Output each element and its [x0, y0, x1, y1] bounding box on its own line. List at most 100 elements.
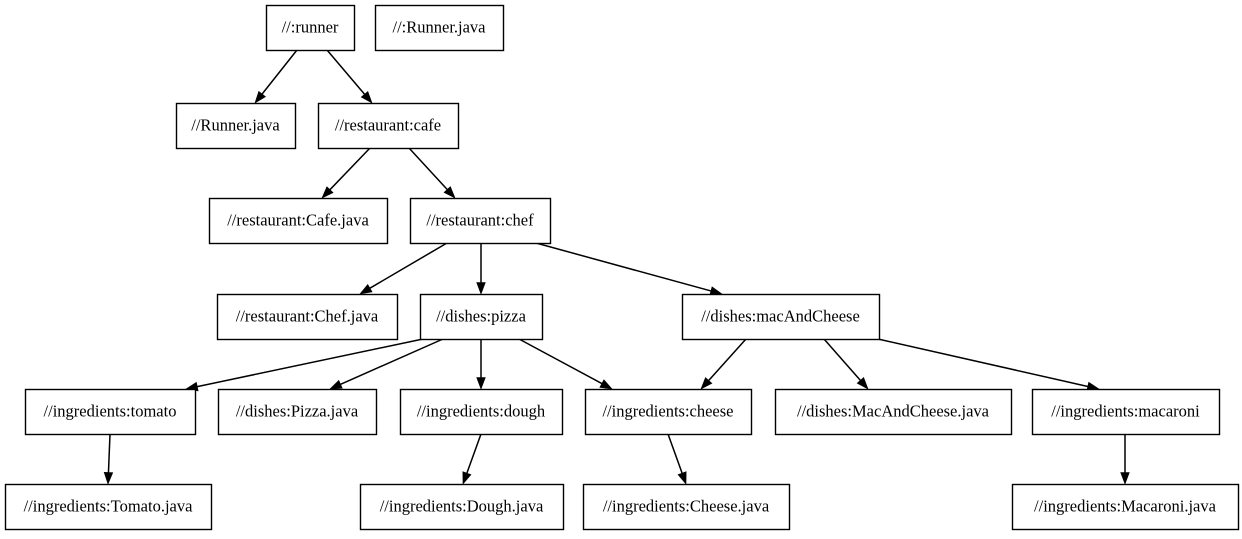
node-label: //ingredients:dough: [417, 401, 546, 420]
node-label: //ingredients:Macaroni.java: [1034, 496, 1217, 515]
edge-line: [369, 242, 448, 289]
graph-edge: [476, 339, 486, 390]
node-label: //ingredients:Tomato.java: [24, 496, 194, 515]
graph-node[interactable]: //:Runner.java: [374, 4, 505, 52]
node-box[interactable]: [359, 483, 565, 531]
graph-edge: [476, 243, 486, 295]
graph-edge: [326, 49, 373, 104]
node-box[interactable]: [265, 4, 356, 52]
nodes-layer: //:runner //:Runner.java //Runner.java //re…: [4, 4, 1240, 531]
graph-edge: [185, 338, 424, 392]
node-label: //ingredients:Cheese.java: [603, 496, 770, 515]
node-label: //dishes:MacAndCheese.java: [797, 401, 990, 420]
edge-line: [466, 433, 482, 474]
graph-edge: [329, 338, 444, 390]
edges-layer: [103, 49, 1130, 485]
node-label: //restaurant:Cafe.java: [227, 210, 369, 229]
edge-arrowhead-icon: [599, 379, 613, 390]
edge-line: [823, 338, 861, 381]
graph-node[interactable]: //ingredients:dough: [399, 388, 564, 436]
node-box[interactable]: [208, 197, 389, 245]
edge-line: [326, 49, 366, 95]
edge-arrowhead-icon: [321, 186, 334, 199]
edge-arrowhead-icon: [1120, 472, 1130, 485]
node-label: //dishes:Pizza.java: [236, 401, 359, 420]
node-label: //ingredients:tomato: [44, 401, 177, 420]
graph-edge: [700, 338, 747, 390]
node-label: //restaurant:chef: [426, 210, 534, 229]
graph-node[interactable]: //restaurant:chef: [409, 197, 552, 245]
graph-node[interactable]: //ingredients:Cheese.java: [582, 483, 791, 531]
edge-arrowhead-icon: [677, 471, 687, 485]
node-label: //ingredients:macaroni: [1051, 401, 1200, 420]
graph-node[interactable]: //dishes:pizza: [419, 293, 544, 341]
graph-node[interactable]: //dishes:macAndCheese: [681, 293, 881, 341]
edge-line: [261, 49, 298, 95]
node-box[interactable]: [584, 388, 753, 436]
graph-node[interactable]: //ingredients:Macaroni.java: [1011, 483, 1240, 531]
edge-arrowhead-icon: [476, 377, 486, 390]
node-label: //dishes:pizza: [436, 306, 526, 325]
graph-node[interactable]: //ingredients:cheese: [584, 388, 753, 436]
edge-line: [107, 433, 111, 473]
node-box[interactable]: [419, 293, 544, 341]
edge-arrowhead-icon: [329, 379, 343, 390]
graph-node[interactable]: //ingredients:macaroni: [1031, 388, 1221, 436]
graph-node[interactable]: //restaurant:Chef.java: [216, 293, 399, 341]
graph-edge: [518, 338, 613, 390]
edge-arrowhead-icon: [443, 186, 456, 199]
node-label: //:Runner.java: [392, 17, 486, 36]
graph-node[interactable]: //restaurant:Cafe.java: [208, 197, 389, 245]
graph-node[interactable]: //restaurant:cafe: [317, 102, 460, 150]
edge-arrowhead-icon: [254, 90, 267, 104]
node-box[interactable]: [1031, 388, 1221, 436]
node-box[interactable]: [217, 388, 378, 436]
graph-edge: [823, 338, 869, 390]
edge-arrowhead-icon: [103, 472, 114, 485]
node-label: //restaurant:Chef.java: [236, 306, 379, 325]
graph-edge: [254, 49, 298, 104]
node-box[interactable]: [582, 483, 791, 531]
graph-node[interactable]: //Runner.java: [175, 102, 297, 150]
node-box[interactable]: [4, 483, 213, 531]
edge-arrowhead-icon: [360, 90, 373, 104]
node-box[interactable]: [409, 197, 552, 245]
graph-node[interactable]: //dishes:Pizza.java: [217, 388, 378, 436]
node-box[interactable]: [681, 293, 881, 341]
edge-line: [408, 147, 448, 191]
node-box[interactable]: [216, 293, 399, 341]
edge-line: [535, 242, 712, 292]
edge-line: [518, 338, 603, 385]
node-box[interactable]: [774, 388, 1013, 436]
node-box[interactable]: [317, 102, 460, 150]
graph-edge: [535, 242, 723, 296]
edge-line: [667, 433, 683, 474]
graph-node[interactable]: //ingredients:Tomato.java: [4, 483, 213, 531]
graph-edge: [408, 147, 456, 199]
node-box[interactable]: [24, 388, 197, 436]
edge-arrowhead-icon: [856, 377, 869, 390]
node-box[interactable]: [399, 388, 564, 436]
edge-line: [197, 338, 424, 388]
node-label: //ingredients:cheese: [602, 401, 733, 420]
node-label: //:runner: [282, 17, 339, 36]
graph-edge: [321, 147, 371, 199]
graph-edge: [103, 433, 114, 485]
node-box[interactable]: [1011, 483, 1240, 531]
edge-line: [708, 338, 747, 381]
edge-line: [329, 147, 371, 191]
graph-node[interactable]: //ingredients:tomato: [24, 388, 197, 436]
graph-node[interactable]: //ingredients:Dough.java: [359, 483, 565, 531]
node-box[interactable]: [175, 102, 297, 150]
graph-edge: [667, 433, 687, 485]
node-label: //dishes:macAndCheese: [701, 306, 860, 325]
graph-edge: [462, 433, 482, 485]
edge-arrowhead-icon: [700, 377, 713, 390]
graph-node[interactable]: //:runner: [265, 4, 356, 52]
node-label: //restaurant:cafe: [335, 115, 441, 134]
node-label: //ingredients:Dough.java: [380, 496, 544, 515]
edge-arrowhead-icon: [359, 283, 373, 295]
graph-node[interactable]: //dishes:MacAndCheese.java: [774, 388, 1013, 436]
node-box[interactable]: [374, 4, 505, 52]
